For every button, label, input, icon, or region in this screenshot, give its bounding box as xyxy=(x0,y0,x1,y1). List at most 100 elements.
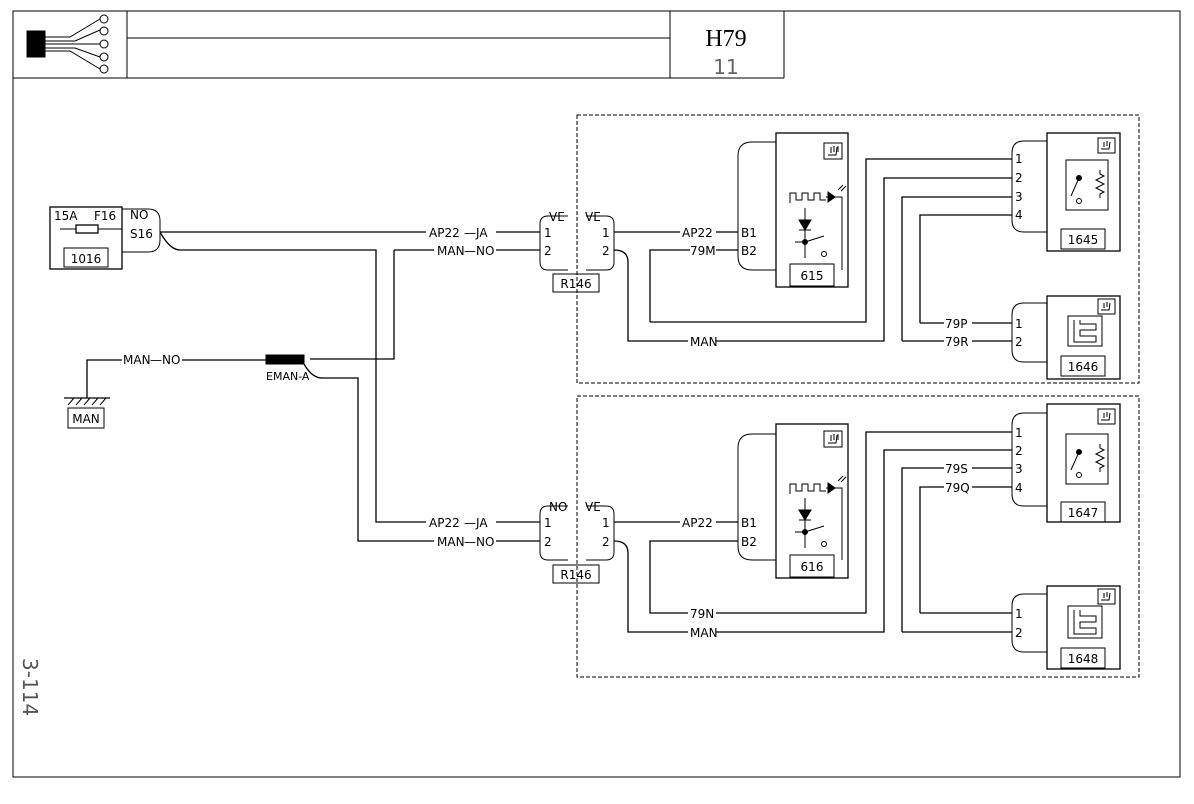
seat-heater-icon xyxy=(823,430,843,448)
svg-text:—: — xyxy=(464,226,476,240)
svg-text:B2: B2 xyxy=(741,535,757,549)
seat-heater-icon xyxy=(1097,588,1116,605)
wire-79m xyxy=(649,249,738,322)
upper-seat-enclosure xyxy=(576,114,1140,384)
wire-label-ap22-ja-lower: AP22 — JA xyxy=(429,516,488,530)
wire-615-1645-1 xyxy=(650,158,1012,323)
diagram-code: H79 xyxy=(705,26,746,52)
seat-heater-icon xyxy=(823,142,843,160)
svg-text:2: 2 xyxy=(1015,171,1023,185)
svg-text:MAN: MAN xyxy=(437,535,465,549)
svg-text:—: — xyxy=(464,244,476,258)
lower-seat-enclosure xyxy=(576,395,1140,678)
connector-r146-upper: VE VE 1 2 1 2 R146 xyxy=(539,210,615,293)
svg-text:VE: VE xyxy=(585,500,601,514)
svg-text:NO: NO xyxy=(476,535,494,549)
svg-text:B1: B1 xyxy=(741,226,757,240)
svg-text:1: 1 xyxy=(1015,152,1023,166)
seat-heater-icon xyxy=(1097,298,1116,315)
wire-label: MAN xyxy=(690,335,718,349)
heater-id: 1646 xyxy=(1068,360,1099,374)
page-reference: 3-114 xyxy=(18,658,42,716)
svg-text:B2: B2 xyxy=(741,244,757,258)
svg-text:4: 4 xyxy=(1015,208,1023,222)
svg-text:1: 1 xyxy=(1015,426,1023,440)
svg-text:2: 2 xyxy=(544,244,552,258)
wire-79s xyxy=(901,467,1012,633)
wire-79n xyxy=(649,431,1012,614)
heater-1645: 1645 1 2 3 4 xyxy=(1011,132,1121,252)
module-id: 615 xyxy=(801,269,824,283)
wire-label: MAN xyxy=(690,626,718,640)
svg-text:EMAN-A: EMAN-A xyxy=(266,370,310,383)
svg-text:3: 3 xyxy=(1015,462,1023,476)
connector-r146-lower: NO VE 1 2 1 2 R146 xyxy=(539,500,615,584)
seat-heater-icon xyxy=(1097,137,1116,154)
wire-79p xyxy=(919,214,1012,324)
svg-text:NO: NO xyxy=(549,500,567,514)
svg-text:VE: VE xyxy=(585,210,601,224)
fuse-color: NO xyxy=(130,208,148,222)
fuse-name: F16 xyxy=(94,209,116,223)
seat-heater-icon xyxy=(1097,408,1116,425)
wire-label: 79R xyxy=(945,335,969,349)
svg-text:1: 1 xyxy=(602,226,610,240)
svg-text:MAN: MAN xyxy=(437,244,465,258)
svg-text:—: — xyxy=(150,353,162,367)
wire-label: 79Q xyxy=(945,481,970,495)
wire-label: 79M xyxy=(690,244,716,258)
svg-text:2: 2 xyxy=(602,244,610,258)
wire-label-man-no-upper: MAN — NO xyxy=(437,244,494,258)
module-615: 615 B1 B2 xyxy=(737,132,849,288)
heater-id: 1647 xyxy=(1068,506,1099,520)
svg-text:1: 1 xyxy=(602,516,610,530)
splice-eman-a: EMAN-A xyxy=(265,354,540,542)
svg-text:NO: NO xyxy=(476,244,494,258)
svg-text:NO: NO xyxy=(162,353,180,367)
wire-label-man-no-lower: MAN — NO xyxy=(437,535,494,549)
wire-label: 79N xyxy=(690,607,714,621)
wire-615-1645-3 xyxy=(901,196,1012,341)
svg-text:1: 1 xyxy=(544,226,552,240)
module-id: 616 xyxy=(801,560,824,574)
connector-id: R146 xyxy=(560,568,591,582)
wire-label: 79P xyxy=(945,317,968,331)
svg-text:1: 1 xyxy=(1015,317,1023,331)
wire-label: 79S xyxy=(945,462,968,476)
wire-label-ap22-ja-upper: AP22 — JA xyxy=(429,226,488,240)
svg-text:4: 4 xyxy=(1015,481,1023,495)
heater-1648: 1648 1 2 xyxy=(1011,585,1121,670)
heater-1647: 1647 1 2 3 4 xyxy=(1011,403,1121,523)
svg-text:AP22: AP22 xyxy=(429,516,460,530)
wire-man-616 xyxy=(613,449,1012,633)
wire-label: AP22 xyxy=(682,516,713,530)
sheet-number: 11 xyxy=(713,55,738,79)
fuse-rating: 15A xyxy=(54,209,78,223)
svg-text:B1: B1 xyxy=(741,516,757,530)
ground-label: MAN xyxy=(72,412,100,426)
heater-1646: 1646 1 2 xyxy=(1011,295,1121,380)
ground-man: MAN — NO MAN xyxy=(64,353,266,429)
svg-text:—: — xyxy=(464,516,476,530)
fuse-pin: S16 xyxy=(130,227,153,241)
svg-text:3: 3 xyxy=(1015,190,1023,204)
svg-text:JA: JA xyxy=(475,226,488,240)
wire-label: AP22 xyxy=(682,226,713,240)
svg-text:VE: VE xyxy=(549,210,565,224)
wire-man-615 xyxy=(613,177,1012,342)
wire-79q xyxy=(919,486,1012,614)
svg-text:2: 2 xyxy=(1015,444,1023,458)
heater-id: 1645 xyxy=(1068,233,1099,247)
svg-text:1: 1 xyxy=(1015,607,1023,621)
svg-text:MAN: MAN xyxy=(123,353,151,367)
svg-text:—: — xyxy=(464,535,476,549)
harness-logo-icon xyxy=(26,14,109,74)
svg-text:1: 1 xyxy=(544,516,552,530)
svg-text:2: 2 xyxy=(602,535,610,549)
module-616: 616 B1 B2 xyxy=(737,423,849,579)
fuse-1016: 15A F16 1016 NO S16 xyxy=(49,206,161,270)
svg-text:2: 2 xyxy=(1015,626,1023,640)
heater-id: 1648 xyxy=(1068,652,1099,666)
fuse-id: 1016 xyxy=(71,252,102,266)
